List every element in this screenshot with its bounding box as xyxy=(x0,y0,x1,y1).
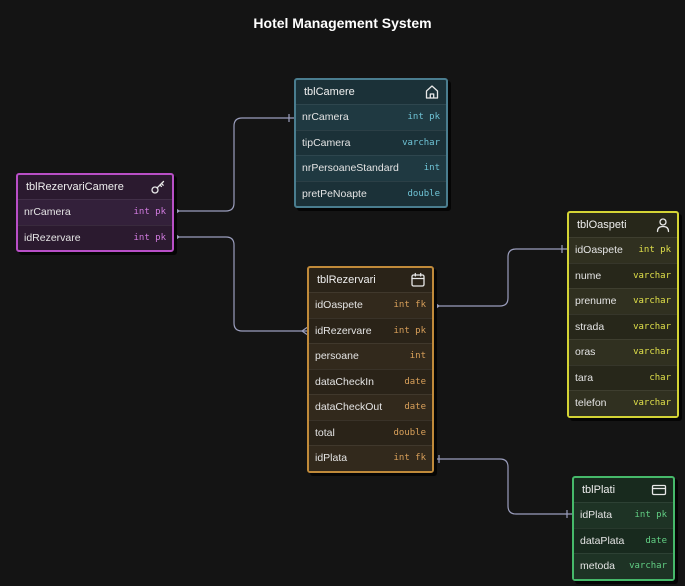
column-type: varchar xyxy=(402,137,440,148)
table-header: tblRezervariCamere xyxy=(18,175,172,199)
column-name: telefon xyxy=(575,397,607,410)
column-name: dataPlata xyxy=(580,534,625,547)
table-tblrezervaricamere[interactable]: tblRezervariCamere nrCamera int pk idRez… xyxy=(16,173,174,252)
column-type: int pk xyxy=(638,245,671,256)
column-type: int pk xyxy=(133,232,166,243)
user-icon xyxy=(655,217,671,233)
column-type: double xyxy=(407,188,440,199)
table-row[interactable]: nrPersoaneStandard int xyxy=(296,155,446,181)
column-name: idOaspete xyxy=(575,244,623,257)
table-row[interactable]: dataCheckIn date xyxy=(309,368,432,395)
table-row[interactable]: metoda varchar xyxy=(574,553,673,579)
table-row[interactable]: nume varchar xyxy=(569,262,677,289)
column-name: dataCheckIn xyxy=(315,375,374,388)
table-title: tblOaspeti xyxy=(577,219,627,231)
table-header: tblRezervari xyxy=(309,268,432,292)
column-name: dataCheckOut xyxy=(315,401,383,414)
table-row[interactable]: dataPlata date xyxy=(574,527,673,554)
column-name: idRezervare xyxy=(315,324,372,337)
table-title: tblRezervari xyxy=(317,274,376,286)
table-row[interactable]: telefon varchar xyxy=(569,390,677,416)
column-name: metoda xyxy=(580,560,616,573)
column-type: int fk xyxy=(393,453,426,464)
table-tbloaspeti[interactable]: tblOaspeti idOaspete int pk nume varchar… xyxy=(567,211,679,418)
table-row[interactable]: idRezervare int pk xyxy=(18,224,172,251)
calendar-icon xyxy=(410,272,426,288)
column-type: int fk xyxy=(393,300,426,311)
column-name: idRezervare xyxy=(24,231,81,244)
table-row[interactable]: idPlata int pk xyxy=(574,502,673,528)
column-type: double xyxy=(393,427,426,438)
column-type: varchar xyxy=(633,296,671,307)
table-row[interactable]: total double xyxy=(309,419,432,446)
link-idplata xyxy=(434,458,572,515)
table-row[interactable]: nrCamera int pk xyxy=(296,104,446,130)
column-name: idPlata xyxy=(580,509,613,522)
table-row[interactable]: pretPeNoapte double xyxy=(296,180,446,207)
column-type: char xyxy=(649,372,671,383)
column-name: total xyxy=(315,426,335,439)
table-row[interactable]: prenume varchar xyxy=(569,288,677,314)
column-name: prenume xyxy=(575,295,617,308)
column-name: oras xyxy=(575,346,596,359)
column-name: tipCamera xyxy=(302,136,351,149)
column-type: date xyxy=(404,402,426,413)
column-name: pretPeNoapte xyxy=(302,187,367,200)
column-type: int pk xyxy=(634,510,667,521)
table-row[interactable]: idPlata int fk xyxy=(309,445,432,471)
column-name: tara xyxy=(575,371,594,384)
column-type: int xyxy=(423,163,440,174)
table-row[interactable]: oras varchar xyxy=(569,339,677,365)
table-title: tblPlati xyxy=(582,484,616,496)
column-type: int xyxy=(409,351,426,362)
column-type: varchar xyxy=(633,321,671,332)
table-row[interactable]: nrCamera int pk xyxy=(18,199,172,225)
column-name: nrPersoaneStandard xyxy=(302,162,399,175)
table-header: tblPlati xyxy=(574,478,673,502)
table-tblcamere[interactable]: tblCamere nrCamera int pk tipCamera varc… xyxy=(294,78,448,208)
diagram-title: Hotel Management System xyxy=(253,15,432,31)
table-title: tblRezervariCamere xyxy=(26,181,124,193)
column-type: int pk xyxy=(407,112,440,123)
column-name: idOaspete xyxy=(315,299,363,312)
column-type: varchar xyxy=(629,561,667,572)
table-row[interactable]: idOaspete int pk xyxy=(569,237,677,263)
home-icon xyxy=(424,84,440,100)
column-name: nume xyxy=(575,269,602,282)
link-nrcamera xyxy=(174,117,294,212)
key-icon xyxy=(150,179,166,195)
column-name: strada xyxy=(575,320,605,333)
link-idrezervare xyxy=(174,236,307,332)
table-row[interactable]: dataCheckOut date xyxy=(309,394,432,420)
column-name: persoane xyxy=(315,350,359,363)
table-row[interactable]: persoane int xyxy=(309,343,432,369)
link-idoaspete xyxy=(434,248,567,307)
table-header: tblOaspeti xyxy=(569,213,677,237)
credit-card-icon xyxy=(651,482,667,498)
column-name: nrCamera xyxy=(24,206,71,219)
table-row[interactable]: tara char xyxy=(569,364,677,391)
table-tblrezervari[interactable]: tblRezervari idOaspete int fk idRezervar… xyxy=(307,266,434,473)
column-type: varchar xyxy=(633,398,671,409)
table-header: tblCamere xyxy=(296,80,446,104)
column-type: int pk xyxy=(393,325,426,336)
table-row[interactable]: strada varchar xyxy=(569,313,677,340)
column-name: idPlata xyxy=(315,452,348,465)
column-type: int pk xyxy=(133,207,166,218)
column-type: varchar xyxy=(633,270,671,281)
column-type: date xyxy=(404,376,426,387)
column-name: nrCamera xyxy=(302,111,349,124)
table-row[interactable]: idRezervare int pk xyxy=(309,317,432,344)
column-type: varchar xyxy=(633,347,671,358)
column-type: date xyxy=(645,535,667,546)
table-row[interactable]: tipCamera varchar xyxy=(296,129,446,156)
table-title: tblCamere xyxy=(304,86,355,98)
table-row[interactable]: idOaspete int fk xyxy=(309,292,432,318)
table-tblplati[interactable]: tblPlati idPlata int pk dataPlata date m… xyxy=(572,476,675,581)
